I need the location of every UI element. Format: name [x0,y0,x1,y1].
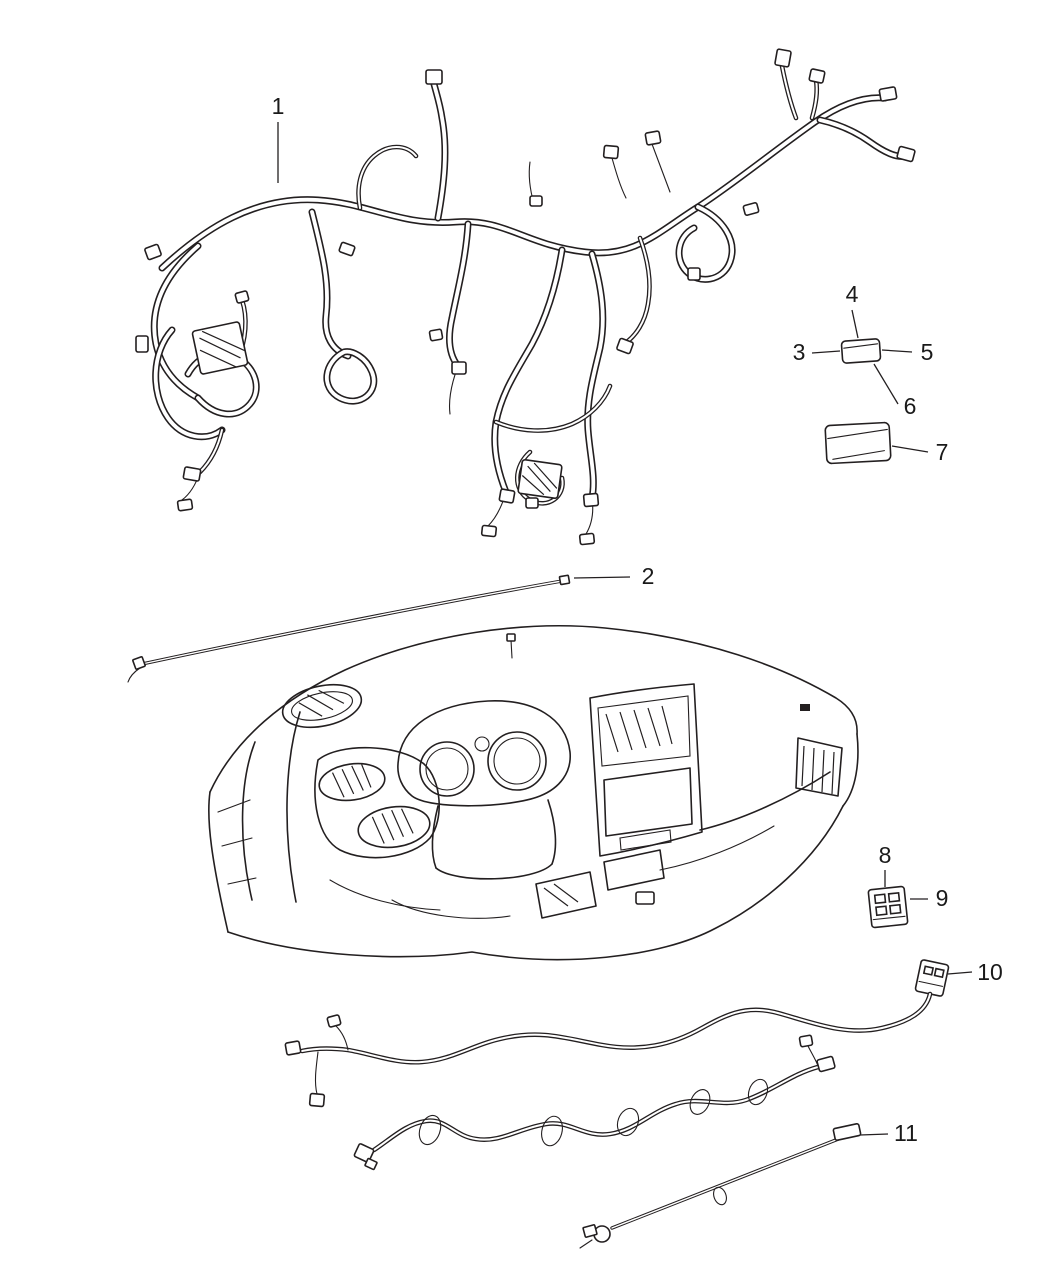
callout-5-label: 5 [921,339,934,365]
callout-11-label: 11 [894,1120,918,1146]
jumper-harness-10 [284,959,950,1108]
callout-6-label: 6 [904,393,917,419]
callout-11: 11 [859,1120,918,1146]
callout-3-label: 3 [793,339,806,365]
main-instrument-wiring-harness [135,48,916,546]
callout-6: 6 [873,363,917,419]
callout-10: 10 [947,959,1003,985]
callout-10-label: 10 [977,959,1003,985]
looped-jumper-harness [353,1034,836,1171]
antenna-cable [127,574,571,683]
callout-2-label: 2 [642,563,655,589]
callout-1-label: 1 [272,93,285,119]
relay-module-7 [824,421,892,465]
callout-2: 2 [573,563,655,589]
callout-8-label: 8 [879,842,892,868]
callout-7: 7 [891,439,949,465]
callout-5: 5 [881,339,934,365]
callout-7-label: 7 [936,439,949,465]
instrument-panel-drawing [208,625,859,961]
callout-3: 3 [793,339,841,365]
small-module-3-4-5-6 [840,338,882,364]
callout-9-label: 9 [936,885,949,911]
callout-8: 8 [879,842,892,887]
callout-1: 1 [272,93,285,183]
switch-connector-8-9 [867,885,909,929]
callout-9: 9 [910,885,948,911]
callout-4-label: 4 [846,281,859,307]
straight-jumper-cable-11 [579,1123,862,1249]
callout-4: 4 [846,281,859,339]
